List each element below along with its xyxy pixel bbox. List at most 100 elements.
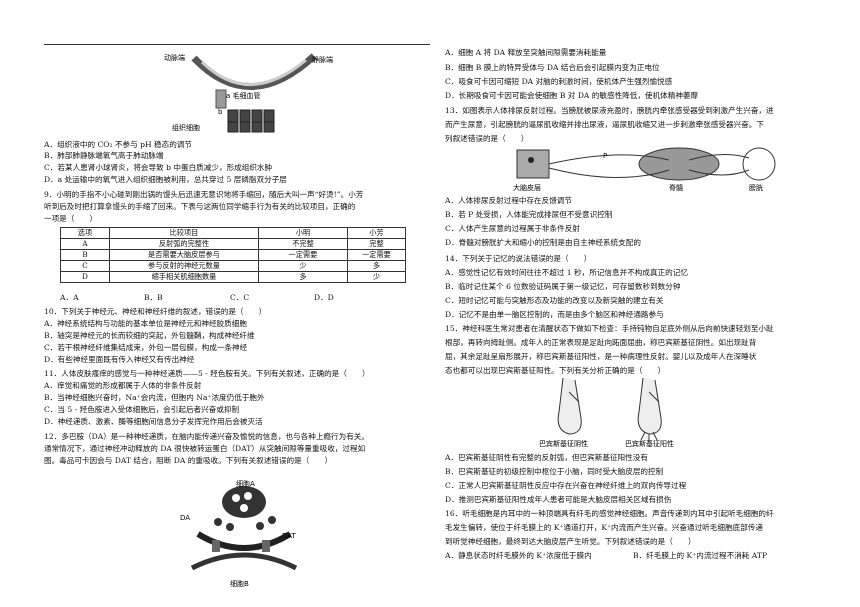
q16-option-b: B．纤毛膜上的 K⁺内流过程不消耗 ATP	[633, 551, 768, 560]
q9-option-b: B．B	[144, 293, 163, 302]
fig3-cortex-label: 大脑皮层	[513, 183, 541, 192]
q11-line-4: C．当 5 - 羟色胺进入受体细胞后，会引起后者兴奋或抑制	[44, 405, 240, 414]
q15-option-c: C．正常人巴宾斯基征阴性反应中存在兴奋在神经纤维上的双向传导过程	[445, 481, 687, 490]
capillary-diagram: 动脉端 静脉端 a 毛细血管 b 组织细胞	[164, 53, 333, 133]
q15-option-d: D．推测巴宾斯基征阳性成年人患者可能是大脑皮层相关区域有损伤	[445, 495, 672, 504]
q14-option-b: B．临时记住某个 6 位数验证码属于第一级记忆，可存留数秒到数分钟	[445, 282, 681, 291]
q9-stem-line-2: 听到后及时把打算拿馒头的手缩了回来。下表与这两位同学缩手行为有关的比较项目，正确…	[44, 202, 356, 211]
urination-reflex-diagram: P 大脑皮层 脊髓 膀胱	[513, 147, 776, 192]
table-cell: 完整	[347, 238, 406, 250]
q8-option-d: D．a 处运输中的氧气进入组织细胞被利用，总共穿过 5 层磷脂双分子层	[44, 175, 287, 184]
table-header-row: 选项 比较项目 小明 小芳	[60, 227, 406, 239]
table-cell: 是否需要大脑皮层参与	[109, 249, 259, 261]
q9-option-a: A．A	[60, 293, 79, 302]
table-cell: 多	[347, 260, 406, 272]
q11-line-1: 11．人体皮肤瘙痒的感觉与一种神经递质——5 - 羟色胺有关。下列有关叙述，正确…	[44, 369, 370, 378]
q14-option-a: A．感觉性记忆有效时间往往不超过 1 秒，所记信息并不构成真正的记忆	[445, 268, 688, 277]
q16-line-3: 到听觉神经细胞，最终到达大脑皮层产生听觉。下列叙述错误的是（ ）	[445, 537, 696, 546]
q16-line-2: 毛发生偏转，使位于纤毛膜上的 K⁺通道打开，K⁺内流而产生兴奋。兴奋通过听毛细胞…	[445, 523, 763, 532]
q11-line-5: D．神经递质、激素、酶等细胞间信息分子发挥完作用后会被灭活	[44, 417, 263, 426]
table-header-cell: 选项	[60, 227, 110, 239]
q13-option-d: D．脊髓对膀胱扩大和缩小的控制是由自主神经系统支配的	[445, 238, 641, 247]
fig4-negative-label: 巴宾斯基征阴性	[539, 439, 588, 448]
q13-line-1: 13．如图表示人体排尿反射过程。当膀胱被尿液充盈时，膀胱内牵张感受器受到刺激产生…	[445, 106, 774, 115]
q11-line-3: B．当神经细胞兴奋时，Na⁺会内流，但胞内 Na⁺浓度仍低于胞外	[44, 393, 265, 402]
table-header-cell: 比较项目	[109, 227, 259, 239]
header-rule	[44, 44, 430, 45]
q13-line-2: 而产生尿意，引起膀胱的逼尿肌收缩并排出尿液，逼尿肌收缩又进一步刺激牵张感受器兴奋…	[445, 120, 764, 129]
q10-line-5: D．有些神经里面既有传入神经又有传出神经	[44, 355, 195, 364]
q16-line-1: 16．听毛细胞是内耳中的一种顶端具有纤毛的感觉神经细胞。声音传递到内耳中引起听毛…	[445, 509, 774, 518]
fig1-artery-label: 动脉端	[164, 53, 185, 62]
fig2-cell-a-label: 细胞A	[236, 479, 255, 488]
table-cell: 一定需要	[347, 249, 406, 261]
q13-option-c: C．人体产生尿意的过程属于非条件反射	[445, 224, 580, 233]
fig1-b-label: b	[218, 108, 223, 116]
fig2-dat-label: DAT	[282, 532, 297, 540]
q14-option-c: C．短时记忆可能与突触形态及功能的改变以及新突触的建立有关	[445, 296, 664, 305]
q12-option-c: C．吸食可卡因可缩短 DA 对脑的刺激时间，使机体产生强烈愉悦感	[445, 77, 673, 86]
table-row: C 参与反射的神经元数量 少 多	[60, 260, 406, 272]
table-cell: 缩手相关肌细胞数量	[109, 271, 259, 283]
table-row: D 缩手相关肌细胞数量 多 少	[60, 271, 406, 283]
fig1-vein-label: 静脉端	[312, 55, 333, 64]
q9-option-d: D．D	[314, 293, 334, 302]
table-header-cell: 小芳	[347, 227, 406, 239]
q12-option-d: D．长期吸食可卡因可能会使细胞 B 对 DA 的敏感性降低，使机体精神萎靡	[445, 91, 699, 100]
q8-option-c: C．若某人患肾小球肾炎，将会导致 b 中蛋白质减少，形成组织水肿	[44, 163, 273, 172]
q11-line-2: A．痒觉和痛觉的形成都属于人体的非条件反射	[44, 381, 202, 390]
q9-stem-line-1: 9．小明的手指不小心碰到刚出锅的馒头后迅速无意识地将手缩回，随后大叫一声“好烫!…	[44, 190, 364, 199]
q12-line-2: 通常情况下，通过神经冲动释放的 DA 很快被转运蛋白（DAT）从突触间隙等量重吸…	[44, 444, 366, 453]
q10-line-1: 10．下列关于神经元、神经和神经纤维的叙述，错误的是（ ）	[44, 307, 267, 316]
synapse-diagram: 细胞A DA DAT 细胞B	[180, 479, 298, 588]
q14-option-d: D．记忆不是由单一脑区控制的，而是由多个脑区和神经通路参与	[445, 310, 664, 319]
q13-option-b: B．若 P 处受损，人体能完成排尿但不受意识控制	[445, 210, 613, 219]
fig1-capillary-label: a 毛细血管	[226, 91, 261, 100]
table-cell: 少	[347, 271, 406, 283]
fig3-bladder-label: 膀胱	[749, 183, 763, 192]
table-cell: B	[60, 249, 110, 261]
q13-option-a: A．人体排尿反射过程中存在反馈调节	[445, 196, 572, 205]
fig4-positive-label: 巴宾斯基征阳性	[625, 439, 674, 448]
q8-option-a: A．组织液中的 CO₂ 不参与 pH 稳态的调节	[44, 140, 193, 149]
table-cell: 少	[258, 260, 348, 272]
q15-line-4: 态也都可以出现巴宾斯基征阳性。下列有关分析正确的是（ ）	[445, 366, 666, 375]
table-cell: 不完整	[258, 238, 348, 250]
table-cell: D	[60, 271, 110, 283]
q16-option-a: A．静息状态时纤毛膜外的 K⁺浓度低于膜内	[445, 551, 592, 560]
q15-option-a: A．巴宾斯基征阴性有完整的反射弧，但巴宾斯基征阳性没有	[445, 453, 648, 462]
fig2-da-label: DA	[180, 514, 190, 522]
table-cell: 一定需要	[258, 249, 348, 261]
q8-option-b: B．肺部肺静脉端氧气高于肺动脉端	[44, 151, 164, 160]
table-row: A 反射弧的完整性 不完整 完整	[60, 238, 406, 250]
table-row: B 是否需要大脑皮层参与 一定需要 一定需要	[60, 249, 406, 261]
q9-option-c: C．C	[230, 293, 250, 302]
q10-line-3: B．轴突是神经元的长而较细的突起，外包髓鞘，构成神经纤维	[44, 331, 255, 340]
q15-line-2: 根部，再转向拇趾侧。成年人的正常表现是足趾向跖面屈曲，称巴宾斯基征阴性。如出现趾…	[445, 338, 757, 347]
fig1-tissue-label: 组织细胞	[172, 123, 200, 132]
q15-option-b: B．巴宾斯基征的初级控制中枢位于小脑，同时受大脑皮层的控制	[445, 467, 664, 476]
fig3-spine-label: 脊髓	[669, 183, 683, 192]
babinski-sign-figure: 巴宾斯基征阴性 巴宾斯基征阳性	[539, 377, 674, 448]
q10-line-2: A．神经系统结构与功能的基本单位是神经元和神经胶质细胞	[44, 319, 247, 328]
table-cell: A	[60, 238, 110, 250]
q13-line-3: 列叙述错误的是（ ）	[445, 134, 529, 143]
q15-line-3: 屈，其余足趾呈扇形展开，称巴宾斯基征阳性，是一种病理性反射。婴儿以及成年人在深睡…	[445, 352, 757, 361]
table-cell: 反射弧的完整性	[109, 238, 259, 250]
table-cell: C	[60, 260, 110, 272]
q12-line-3: 图。毒品可卡因会与 DAT 结合，阻断 DA 的重吸收。下列有关叙述错误的是（ …	[44, 456, 333, 465]
table-header-cell: 小明	[258, 227, 348, 239]
q9-comparison-table: 选项 比较项目 小明 小芳 A 反射弧的完整性 不完整 完整 B 是否需要大脑皮…	[60, 227, 406, 283]
q12-option-a: A．细胞 A 将 DA 释放至突触间隙需要消耗能量	[445, 48, 607, 57]
table-cell: 参与反射的神经元数量	[109, 260, 259, 272]
q12-option-b: B．细胞 B 膜上的特异受体与 DA 结合后会引起膜内变为正电位	[445, 63, 660, 72]
q10-line-4: C．若干根神经纤维集结成束，外包一层包膜，构成一条神经	[44, 343, 248, 352]
q12-line-1: 12．多巴胺（DA）是一种神经递质，在脑内能传递兴奋及愉悦的信息，也与各种上瘾行…	[44, 432, 369, 441]
fig2-cell-b-label: 细胞B	[230, 579, 249, 588]
q9-stem-line-3: 一项是（ ）	[44, 214, 98, 223]
q14-line-1: 14．下列关于记忆的说法错误的是（ ）	[445, 254, 592, 263]
fig3-p-label: P	[603, 152, 607, 160]
table-cell: 多	[258, 271, 348, 283]
q15-line-1: 15．神经科医生常对患者在清醒状态下做如下检查：手持钝物自足底外侧从后向前快速轻…	[445, 324, 774, 333]
